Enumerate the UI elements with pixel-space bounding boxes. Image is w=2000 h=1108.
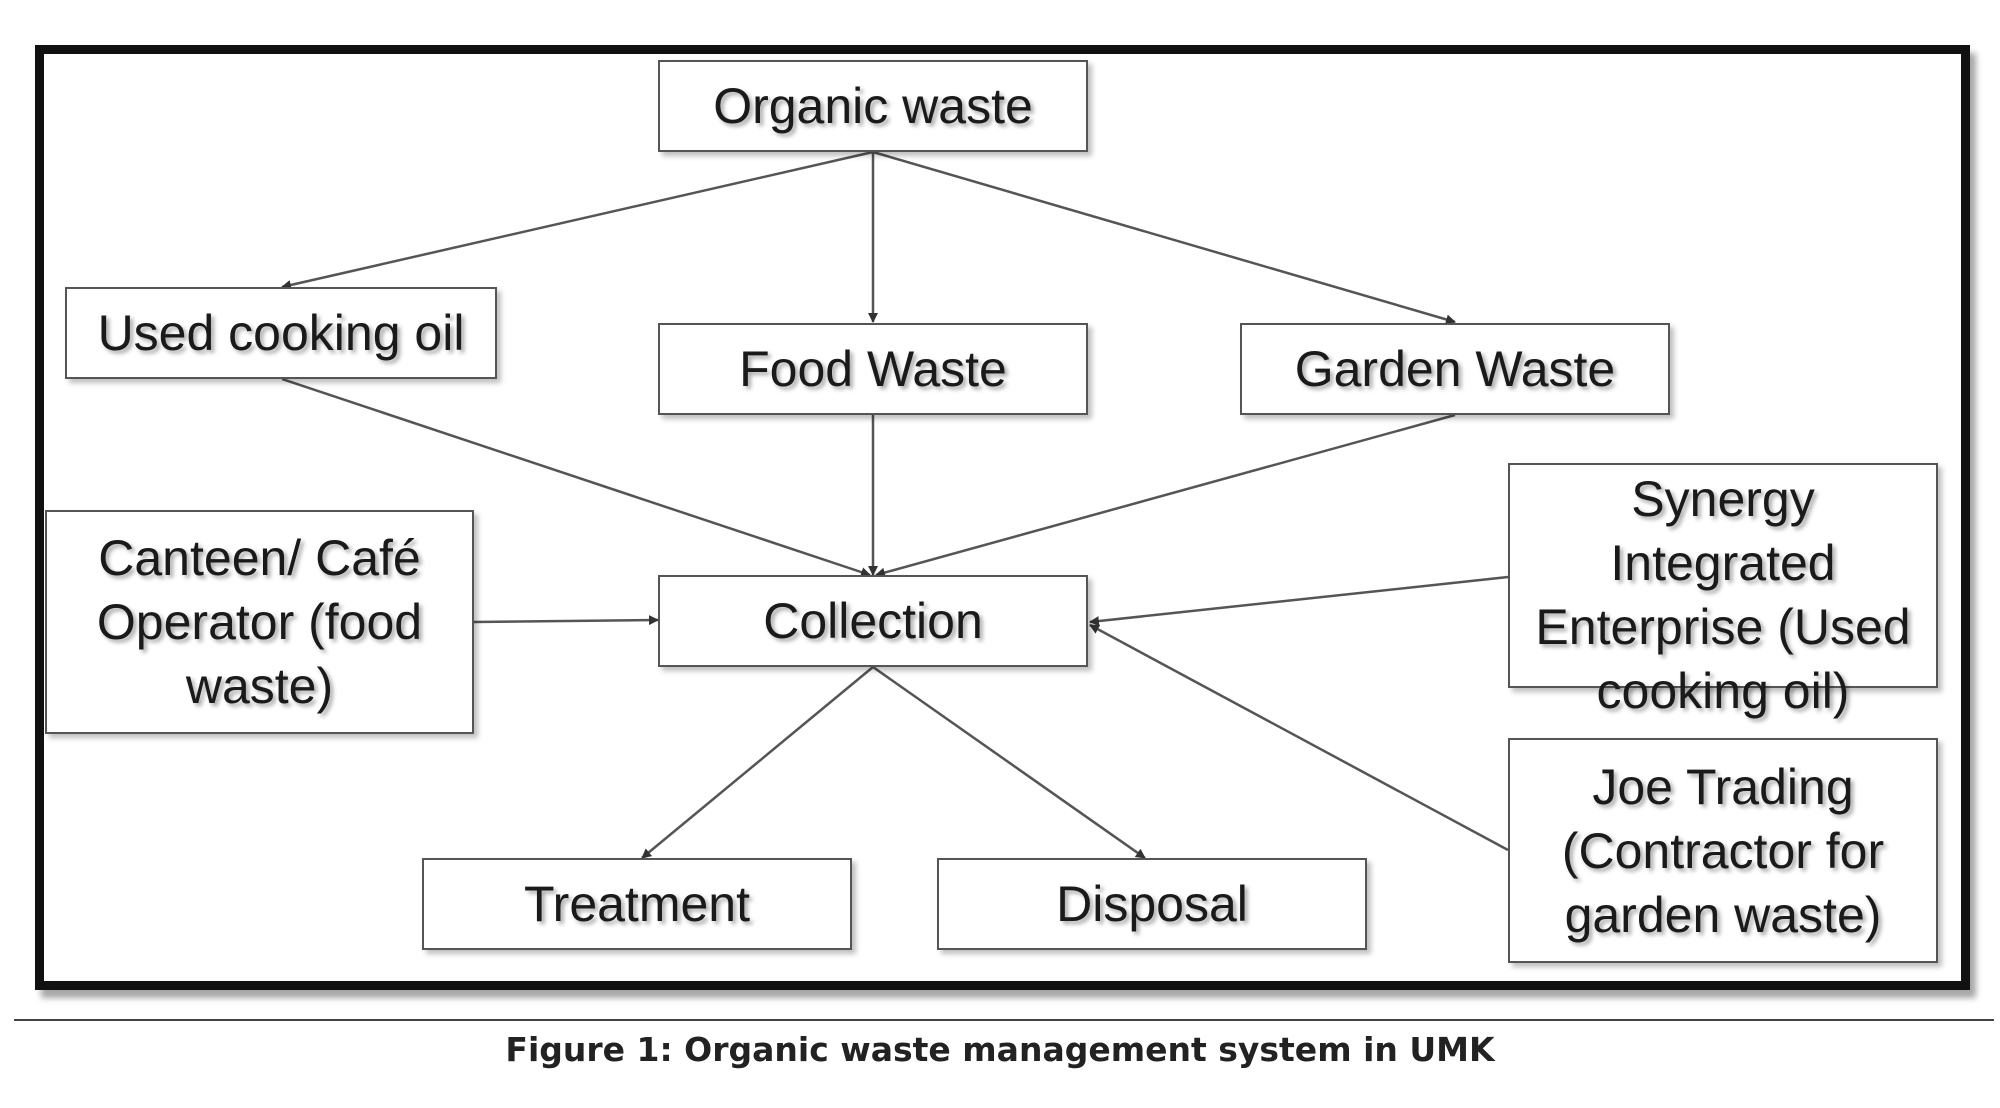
arrow-organic-to-garden-waste <box>872 150 1456 325</box>
arrow-collection-to-disposal <box>872 665 1146 860</box>
node-collection: Collection <box>658 575 1088 667</box>
arrow-canteen-to-collection <box>473 615 659 626</box>
node-food-waste-label: Food Waste <box>739 341 1007 397</box>
node-organic-waste-label: Organic waste <box>713 78 1033 134</box>
arrow-used-oil-to-collection <box>281 377 871 577</box>
arrow-collection-to-treatment <box>641 666 874 859</box>
arrow-organic-to-used-oil <box>281 150 874 290</box>
node-organic-waste: Organic waste <box>658 60 1088 152</box>
node-collection-label: Collection <box>763 593 983 649</box>
node-disposal-label: Disposal <box>1056 876 1248 932</box>
caption-divider <box>14 1019 1994 1021</box>
node-treatment-label: Treatment <box>523 876 750 932</box>
node-disposal: Disposal <box>937 858 1367 950</box>
node-garden-waste-label: Garden Waste <box>1294 341 1616 397</box>
node-joe-trading: Joe Trading (Contractor for garden waste… <box>1508 738 1938 963</box>
node-canteen-operator-label: Canteen/ Café Operator (food waste) <box>96 530 423 714</box>
node-treatment: Treatment <box>422 858 852 950</box>
arrow-synergy-to-collection <box>1089 575 1509 627</box>
node-joe-trading-label: Joe Trading (Contractor for garden waste… <box>1561 758 1885 943</box>
figure-caption: Figure 1: Organic waste management syste… <box>505 1030 1495 1069</box>
node-garden-waste: Garden Waste <box>1240 323 1670 415</box>
arrow-garden-waste-to-collection <box>875 413 1456 578</box>
node-synergy-label: Synergy Integrated Enterprise (Used cook… <box>1535 471 1911 719</box>
node-used-cooking-oil-label: Used cooking oil <box>97 305 465 361</box>
node-food-waste: Food Waste <box>658 323 1088 415</box>
node-canteen-operator: Canteen/ Café Operator (food waste) <box>45 510 474 734</box>
node-synergy-integrated-enterprise: Synergy Integrated Enterprise (Used cook… <box>1508 463 1938 719</box>
node-used-cooking-oil: Used cooking oil <box>65 287 497 379</box>
arrow-joe-trading-to-collection <box>1089 623 1509 852</box>
